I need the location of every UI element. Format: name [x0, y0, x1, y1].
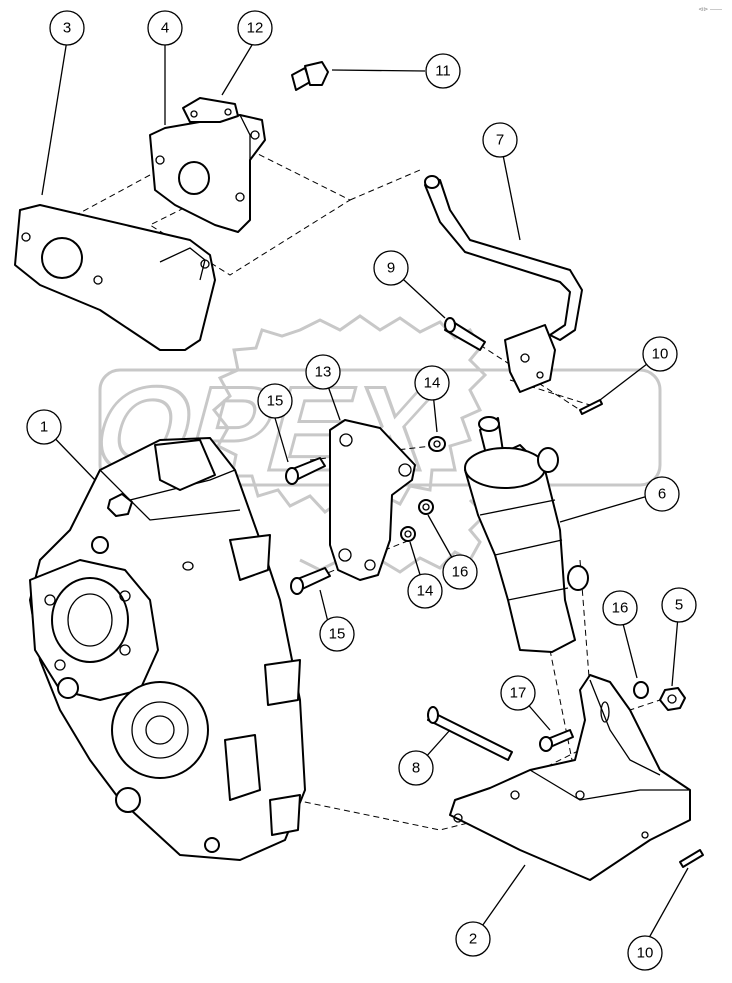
svg-text:9: 9	[387, 260, 395, 277]
cotter-pin-10-bottom	[679, 849, 704, 868]
callout-10-bottom: 10	[627, 935, 663, 971]
adapter-plate-13	[329, 419, 416, 581]
cotter-pin-10-top	[579, 399, 603, 415]
mounting-bracket-2	[449, 674, 691, 881]
svg-text:14: 14	[424, 375, 441, 392]
lock-nut-5	[659, 687, 686, 711]
svg-text:17: 17	[510, 685, 527, 702]
svg-text:15: 15	[329, 626, 346, 643]
svg-text:5: 5	[675, 597, 683, 614]
callouts: 1 2 3 4 5 6 7 8 9 10 10 11 12 13 14 14 1…	[26, 10, 697, 971]
washer-16-middle	[418, 499, 434, 515]
callout-14-bottom: 14	[407, 573, 443, 609]
callout-16-middle: 16	[442, 554, 478, 590]
bolt-15-top	[285, 457, 326, 485]
washer-16-right	[633, 681, 649, 699]
svg-text:4: 4	[161, 20, 169, 37]
callout-8: 8	[398, 750, 434, 786]
bolt-small-17	[539, 729, 574, 752]
svg-text:2: 2	[469, 931, 477, 948]
bracket-plate-3	[14, 204, 216, 351]
svg-text:10: 10	[652, 346, 669, 363]
callout-15-bottom: 15	[319, 616, 355, 652]
pin-long-8	[427, 706, 513, 761]
callout-16-right: 16	[602, 590, 638, 626]
svg-text:6: 6	[658, 486, 666, 503]
callout-11: 11	[425, 53, 461, 89]
callout-4: 4	[147, 10, 183, 46]
washer-14-bottom	[400, 526, 416, 542]
pin-short-9	[444, 317, 486, 351]
corner-mark: ⊲⊳ ——	[698, 7, 722, 13]
svg-text:3: 3	[63, 20, 71, 37]
bolt-15-bottom	[290, 567, 331, 595]
callout-10-top: 10	[642, 336, 678, 372]
callout-5: 5	[661, 587, 697, 623]
fitting-11	[291, 61, 329, 91]
svg-text:14: 14	[417, 583, 434, 600]
bent-rod-7	[424, 175, 583, 393]
svg-text:12: 12	[247, 20, 264, 37]
callout-12: 12	[237, 10, 273, 46]
callout-14-top: 14	[414, 365, 450, 401]
callout-3: 3	[49, 10, 85, 46]
svg-text:16: 16	[612, 600, 629, 617]
svg-text:13: 13	[315, 364, 332, 381]
callout-2: 2	[455, 921, 491, 957]
hydraulic-cylinder-6	[464, 416, 589, 653]
svg-text:16: 16	[452, 564, 469, 581]
svg-text:11: 11	[435, 63, 451, 80]
bracket-plate-4	[149, 114, 266, 233]
svg-text:10: 10	[637, 945, 654, 962]
callout-7: 7	[482, 122, 518, 158]
chain-link-12	[182, 97, 239, 123]
callout-1: 1	[26, 409, 62, 445]
callout-15-top: 15	[257, 383, 293, 419]
callout-6: 6	[644, 476, 680, 512]
callout-17: 17	[500, 675, 536, 711]
svg-text:1: 1	[40, 419, 48, 436]
svg-text:8: 8	[412, 760, 420, 777]
callout-13: 13	[305, 354, 341, 390]
callout-9: 9	[373, 250, 409, 286]
gearbox-1	[29, 437, 306, 861]
washer-14-top	[428, 436, 446, 452]
svg-text:7: 7	[496, 132, 504, 149]
svg-text:15: 15	[267, 393, 284, 410]
